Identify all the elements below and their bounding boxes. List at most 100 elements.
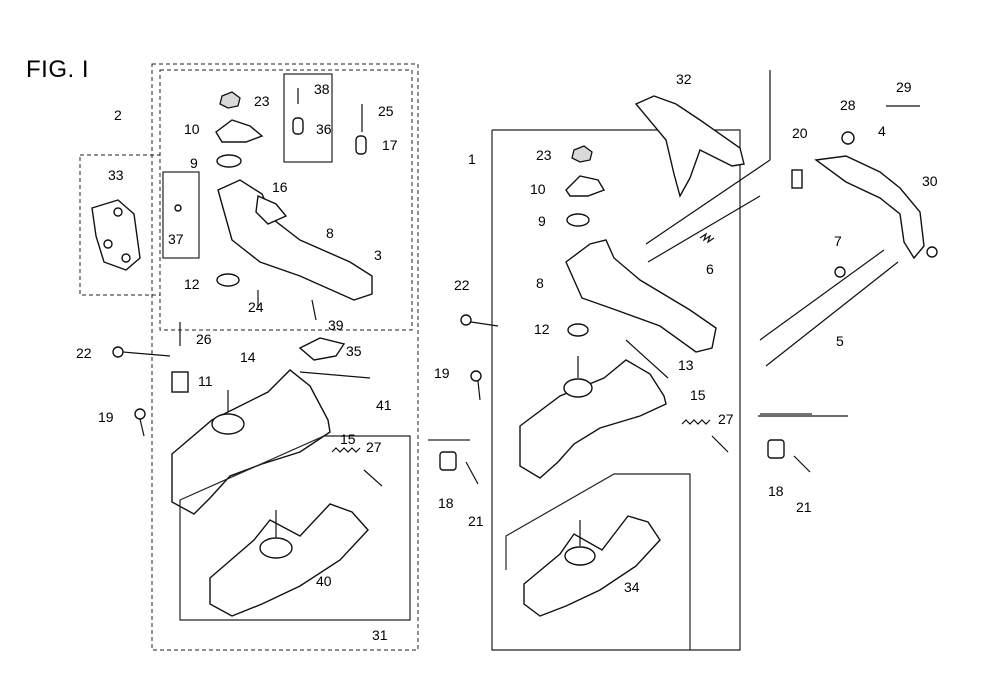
callout-12: 12	[534, 321, 550, 337]
part-23-nut	[571, 145, 593, 163]
box-2	[159, 69, 413, 331]
callout-30: 30	[922, 173, 938, 189]
hole	[121, 253, 131, 263]
callout-21: 21	[468, 513, 484, 529]
part-23-nut	[219, 91, 241, 109]
part-15-spring	[681, 419, 711, 425]
part-19-shank	[477, 380, 481, 401]
part-6-spring	[699, 232, 715, 244]
callout-8: 8	[536, 275, 544, 291]
divider	[645, 159, 771, 245]
callout-29: 29	[896, 79, 912, 95]
part-40	[209, 503, 369, 617]
part-6-rod	[647, 195, 761, 263]
box-40	[179, 435, 411, 621]
callout-13: 13	[678, 357, 694, 373]
callout-23: 23	[254, 93, 270, 109]
part-21-right	[793, 455, 811, 473]
part-28	[841, 131, 855, 145]
callout-27: 27	[366, 439, 382, 455]
figure-title: FIG. I	[26, 56, 89, 83]
callout-19: 19	[434, 365, 450, 381]
part-18-right	[767, 439, 785, 459]
callout-5: 5	[836, 333, 844, 349]
part-15-spring	[331, 447, 361, 453]
callout-4: 4	[878, 123, 886, 139]
callout-24: 24	[248, 299, 264, 315]
part-41-wire	[299, 371, 371, 379]
callout-37: 37	[168, 231, 184, 247]
callout-10: 10	[184, 121, 200, 137]
part-7-rod	[759, 249, 885, 341]
leader	[122, 351, 171, 357]
part-34	[523, 515, 661, 617]
callout-2: 2	[114, 107, 122, 123]
callout-10: 10	[530, 181, 546, 197]
callout-31: 31	[372, 627, 388, 643]
part-21	[465, 461, 479, 485]
part-22-shank	[470, 321, 499, 327]
callout-7: 7	[834, 233, 842, 249]
callout-18: 18	[768, 483, 784, 499]
callout-9: 9	[190, 155, 198, 171]
callout-36: 36	[316, 121, 332, 137]
callout-12: 12	[184, 276, 200, 292]
part-19	[470, 370, 482, 382]
part-9-washer	[566, 213, 590, 227]
left-assembly	[79, 63, 419, 651]
callout-15: 15	[690, 387, 706, 403]
part-12-washer	[567, 323, 589, 337]
callout-20: 20	[792, 125, 808, 141]
part-13-plate	[519, 359, 667, 479]
part-27	[711, 435, 729, 453]
callout-19: 19	[98, 409, 114, 425]
callout-39: 39	[328, 317, 344, 333]
part-37	[174, 204, 182, 212]
part-14-plate	[171, 369, 331, 515]
box-33	[79, 154, 161, 296]
callout-11: 11	[198, 373, 213, 389]
part-22	[460, 314, 472, 326]
callout-25: 25	[378, 103, 394, 119]
callout-15: 15	[340, 431, 356, 447]
mount	[211, 413, 245, 435]
callout-1: 1	[468, 151, 476, 167]
callout-16: 16	[272, 179, 288, 195]
part-9-washer	[216, 154, 242, 168]
right-assembly	[428, 70, 938, 651]
part-17	[355, 135, 367, 155]
hole	[113, 207, 123, 217]
callout-21: 21	[796, 499, 812, 515]
box-1	[491, 129, 741, 651]
part-20	[791, 169, 803, 189]
part-11	[171, 371, 189, 393]
part-22	[112, 346, 124, 358]
callout-32: 32	[676, 71, 692, 87]
callout-33: 33	[108, 167, 124, 183]
box-37	[162, 171, 200, 259]
callout-28: 28	[840, 97, 856, 113]
callout-3: 3	[374, 247, 382, 263]
callout-34: 34	[624, 579, 640, 595]
part-35	[298, 337, 346, 361]
part-32	[634, 95, 745, 198]
callout-40: 40	[316, 573, 332, 589]
callout-17: 17	[382, 137, 398, 153]
callout-18: 18	[438, 495, 454, 511]
callout-35: 35	[346, 343, 362, 359]
part-19-shank	[139, 418, 145, 437]
part-10	[215, 119, 264, 143]
part-36	[292, 117, 304, 135]
callout-6: 6	[706, 261, 714, 277]
part-39	[311, 299, 317, 321]
callout-labels: 2333723109163836251783122439263522111441…	[76, 71, 938, 643]
callout-27: 27	[718, 411, 734, 427]
part-27	[363, 469, 383, 487]
part-10	[565, 175, 606, 197]
hole	[103, 239, 113, 249]
part-5-rod	[765, 261, 899, 367]
box-34	[505, 473, 691, 650]
part-16	[255, 194, 288, 225]
part-30	[926, 246, 938, 258]
